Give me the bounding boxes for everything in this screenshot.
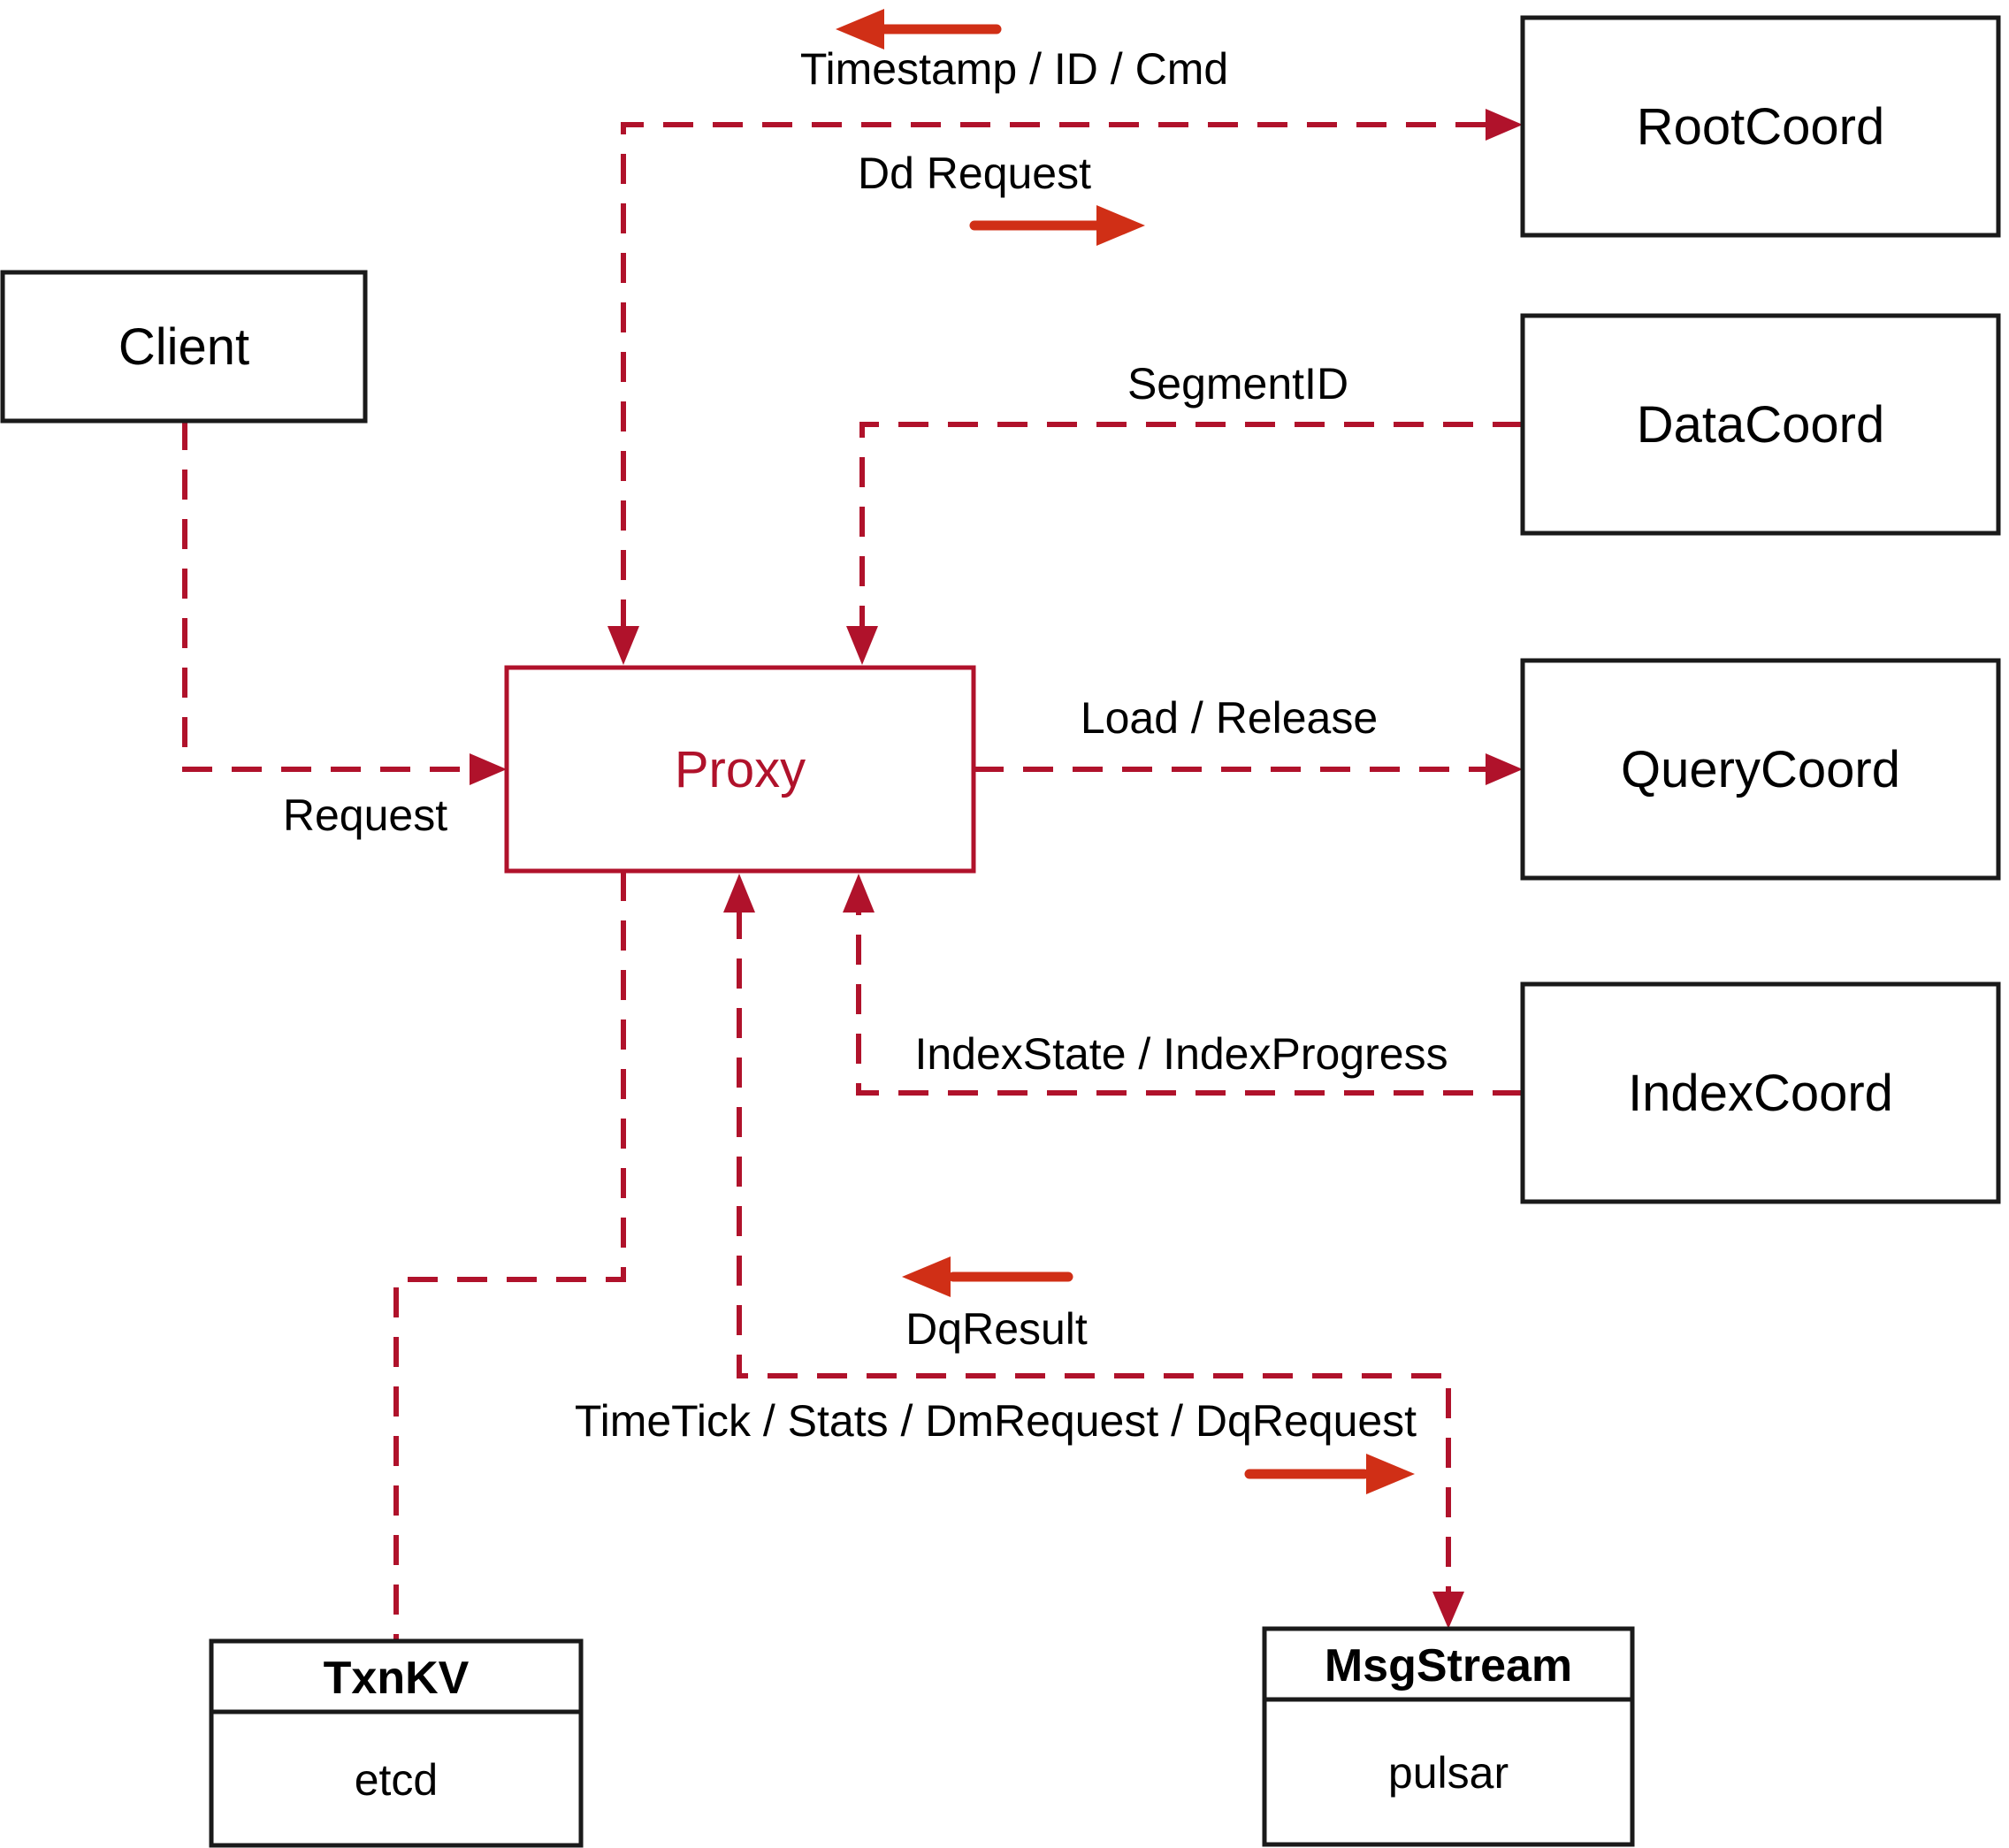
dd-request-edge-label: Dd Request [858, 149, 1091, 198]
proxy-label: Proxy [675, 741, 806, 798]
client-box [0, 270, 368, 424]
right-arrow-icon [1366, 1454, 1415, 1494]
txnkv-title: TxnKV [324, 1653, 470, 1704]
arrowhead-into-proxy-top-right-icon [846, 626, 878, 665]
client-label: Client [118, 318, 249, 376]
load-release-edge-label: Load / Release [1081, 693, 1378, 743]
edge-datacoord-proxy [859, 422, 1523, 630]
index-state-edge-label: IndexState / IndexProgress [914, 1029, 1448, 1079]
timestamp-edge-label: Timestamp / ID / Cmd [800, 44, 1228, 94]
txnkv-box [209, 1638, 584, 1848]
edge-proxy-txnkv [393, 871, 626, 1641]
left-arrow-icon [902, 1256, 951, 1297]
edge-proxy-rootcoord [621, 122, 1487, 630]
right-arrow-icon [1096, 205, 1145, 246]
rootcoord-box [1520, 15, 2001, 238]
edge-client-proxy [182, 420, 470, 772]
indexcoord-box [1520, 981, 2001, 1204]
dq-result-edge-label: DqResult [905, 1304, 1088, 1354]
arrowhead-into-querycoord-icon [1486, 753, 1523, 785]
edge-indexcoord-proxy [856, 909, 1523, 1096]
arrowhead-into-msgstream-icon [1432, 1592, 1464, 1629]
querycoord-box [1520, 658, 2001, 881]
msgstream-box [1262, 1626, 1635, 1847]
edge-proxy-msgstream [737, 909, 1451, 1592]
arrowhead-into-proxy-left-icon [470, 753, 507, 785]
msgstream-title: MsgStream [1325, 1640, 1572, 1691]
indexcoord-label: IndexCoord [1628, 1065, 1893, 1122]
segment-id-edge-label: SegmentID [1127, 359, 1348, 409]
datacoord-box [1520, 313, 2001, 536]
request-edge-label: Request [283, 790, 447, 840]
arrowhead-into-proxy-bottom-left-icon [723, 874, 755, 913]
proxy-box [504, 665, 976, 874]
left-arrow-icon [836, 9, 884, 50]
txnkv-subtitle: etcd [355, 1755, 439, 1805]
timetick-edge-label: TimeTick / Stats / DmRequest / DqRequest [575, 1396, 1417, 1446]
arrowhead-into-proxy-bottom-right-icon [843, 874, 875, 913]
arrowhead-into-proxy-top-left-icon [607, 626, 639, 665]
msgstream-subtitle: pulsar [1388, 1748, 1509, 1798]
arrowhead-into-rootcoord-icon [1486, 109, 1523, 141]
rootcoord-label: RootCoord [1637, 98, 1884, 156]
querycoord-label: QueryCoord [1621, 741, 1900, 798]
datacoord-label: DataCoord [1637, 396, 1884, 454]
